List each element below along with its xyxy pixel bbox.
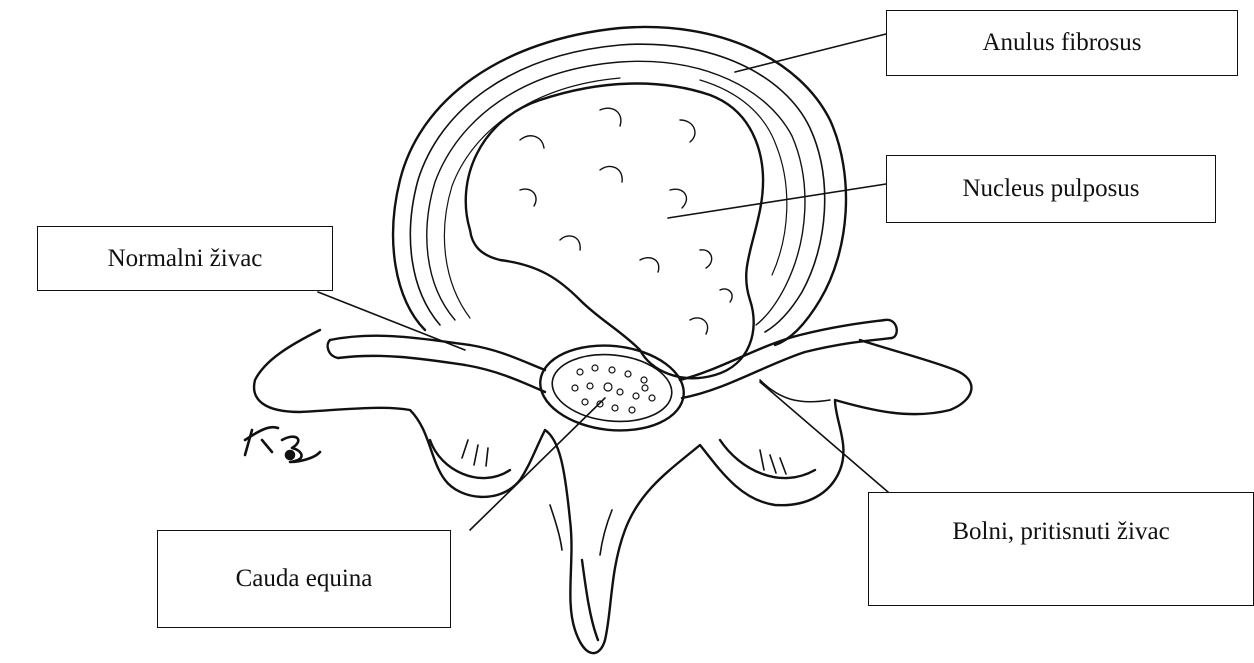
label-bolni-text: Bolni, pritisnuti živac bbox=[952, 518, 1169, 546]
artist-signature bbox=[245, 427, 320, 462]
label-bolni-zivac: Bolni, pritisnuti živac bbox=[868, 492, 1254, 606]
normal-nerve-shape bbox=[328, 336, 545, 392]
leader-normalni bbox=[318, 292, 465, 350]
label-nucleus-text: Nucleus pulposus bbox=[962, 175, 1139, 203]
leader-bolni bbox=[760, 382, 888, 492]
leader-cauda bbox=[470, 398, 605, 530]
label-cauda-equina: Cauda equina bbox=[157, 530, 451, 628]
leader-nucleus bbox=[668, 184, 886, 218]
anulus-fibrosus-shape bbox=[393, 27, 846, 345]
compressed-nerve-shape bbox=[680, 320, 897, 402]
label-normalni-text: Normalni živac bbox=[108, 245, 263, 273]
label-cauda-text: Cauda equina bbox=[236, 565, 373, 593]
label-anulus-fibrosus: Anulus fibrosus bbox=[886, 10, 1238, 76]
leader-anulus bbox=[735, 34, 886, 72]
cauda-equina-shape bbox=[536, 339, 688, 438]
label-normalni-zivac: Normalni živac bbox=[37, 226, 333, 291]
nucleus-pulposus-shape bbox=[466, 84, 763, 379]
label-anulus-text: Anulus fibrosus bbox=[982, 29, 1141, 57]
label-nucleus-pulposus: Nucleus pulposus bbox=[886, 155, 1216, 223]
